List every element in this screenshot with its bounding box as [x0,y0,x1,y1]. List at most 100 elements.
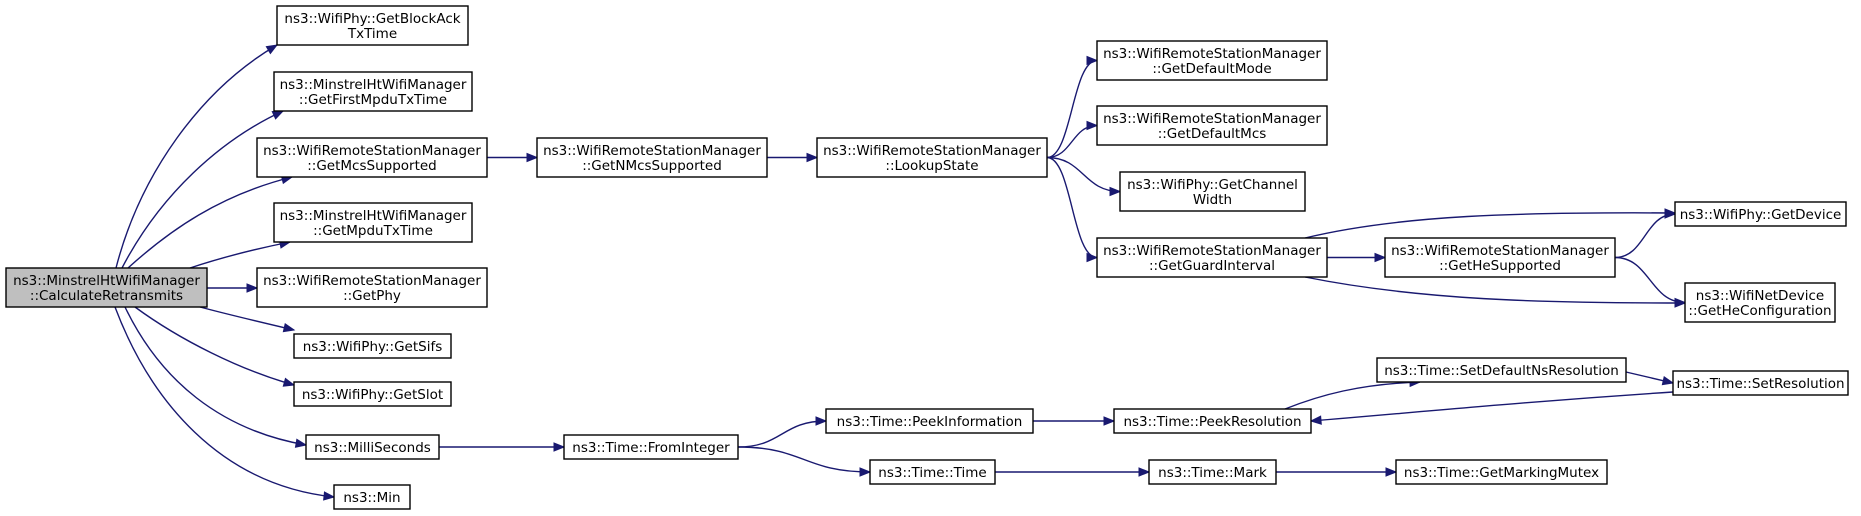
node-box [293,333,452,359]
node-label-line: ns3::WifiPhy::GetBlockAck [284,11,460,27]
node-box [1376,357,1627,383]
edge-line [134,306,295,386]
edge-line [737,446,871,473]
arrowhead [323,491,336,501]
arrowhead [806,152,819,163]
node-get-default-mcs[interactable]: ns3::WifiRemoteStationManager::GetDefaul… [1096,105,1328,146]
arrowhead [1309,415,1322,425]
node-min[interactable]: ns3::Min [333,484,411,510]
edge-line [1614,213,1676,259]
node-box [1684,282,1836,323]
node-time-mark[interactable]: ns3::Time::Mark [1148,459,1277,485]
edge-line [1046,156,1098,259]
node-lookup-state[interactable]: ns3::WifiRemoteStationManager::LookupSta… [816,137,1048,178]
node-label-line: ns3::WifiRemoteStationManager [823,143,1041,159]
node-set-resolution[interactable]: ns3::Time::SetResolution [1672,370,1849,396]
edge-line [1046,156,1121,193]
edge-get-n-mcs-supported-to-lookup-state [767,152,819,163]
node-box [305,434,440,460]
node-get-slot[interactable]: ns3::WifiPhy::GetSlot [293,381,452,407]
node-set-default-ns-resolution[interactable]: ns3::Time::SetDefaultNsResolution [1376,357,1627,383]
node-box [1672,370,1849,396]
node-get-default-mode[interactable]: ns3::WifiRemoteStationManager::GetDefaul… [1096,40,1328,81]
node-box [563,434,739,460]
edge-line [1304,276,1686,304]
node-time-ctor[interactable]: ns3::Time::Time [869,459,996,485]
node-get-first-mpdu-tx-time[interactable]: ns3::MinstrelHtWifiManager::GetFirstMpdu… [273,71,473,112]
node-label-line: ns3::WifiPhy::GetChannel [1127,177,1298,193]
edge-line [115,44,278,269]
node-label-line: ::GetNMcsSupported [582,158,722,174]
node-box [1113,408,1312,434]
node-box [1395,459,1608,485]
edge-milli-seconds-to-from-integer [439,442,566,452]
node-label-line: ns3::Time::Time [878,465,986,481]
edge-line [737,420,827,448]
node-label-line: ns3::Min [343,490,400,506]
node-from-integer[interactable]: ns3::Time::FromInteger [563,434,739,460]
edge-get-mcs-supported-to-get-n-mcs-supported [487,152,539,163]
edge-peek-information-to-peek-resolution [1033,416,1116,426]
node-label-line: ns3::MinstrelHtWifiManager [280,208,467,224]
node-get-phy[interactable]: ns3::WifiRemoteStationManager::GetPhy [256,267,488,308]
edge-get-guard-interval-to-get-he-configuration [1304,276,1687,308]
edge-line [1614,256,1686,304]
arrowhead [1385,467,1398,477]
node-box [1674,201,1847,227]
node-get-n-mcs-supported[interactable]: ns3::WifiRemoteStationManager::GetNMcsSu… [536,137,768,178]
node-label-line: ::GetMcsSupported [307,158,437,174]
call-graph-nodes: ns3::MinstrelHtWifiManager::CalculateRet… [5,5,1849,510]
node-label-line: ::GetPhy [343,288,401,304]
arrowhead [815,416,828,426]
arrowhead [271,110,285,120]
node-label-line: ::GetFirstMpduTxTime [299,92,447,108]
node-label-line: ns3::Time::FromInteger [572,440,730,456]
node-label-line: ns3::WifiRemoteStationManager [1103,46,1321,62]
node-get-he-configuration[interactable]: ns3::WifiNetDevice::GetHeConfiguration [1684,282,1836,323]
node-box [256,137,488,178]
node-get-mcs-supported[interactable]: ns3::WifiRemoteStationManager::GetMcsSup… [256,137,488,178]
node-label-line: ::GetDefaultMode [1152,61,1271,77]
arrowhead [282,322,296,333]
edge-line [1304,212,1676,239]
node-get-device[interactable]: ns3::WifiPhy::GetDevice [1674,201,1847,227]
node-label-line: ns3::WifiRemoteStationManager [1103,111,1321,127]
node-label-line: ::CalculateRetransmits [30,288,183,304]
node-box [273,71,473,112]
node-label-line: ::GetMpduTxTime [313,223,433,239]
edge-from-integer-to-peek-information [737,416,828,448]
node-label-line: ns3::WifiRemoteStationManager [263,143,481,159]
edge-line [1284,381,1421,410]
node-get-he-supported[interactable]: ns3::WifiRemoteStationManager::GetHeSupp… [1384,237,1616,278]
node-box [333,484,411,510]
edge-calc-retransmits-to-min [114,306,336,501]
edge-line [199,306,295,331]
node-get-mpdu-tx-time[interactable]: ns3::MinstrelHtWifiManager::GetMpduTxTim… [273,202,473,243]
node-label-line: ns3::WifiPhy::GetSifs [303,339,443,355]
call-graph-edges [114,44,1687,501]
node-get-marking-mutex[interactable]: ns3::Time::GetMarkingMutex [1395,459,1608,485]
edge-get-he-supported-to-get-he-configuration [1614,256,1687,308]
node-milli-seconds[interactable]: ns3::MilliSeconds [305,434,440,460]
node-peek-resolution[interactable]: ns3::Time::PeekResolution [1113,408,1312,434]
edge-lookup-state-to-get-default-mode [1046,55,1099,159]
node-calc-retransmits[interactable]: ns3::MinstrelHtWifiManager::CalculateRet… [5,267,208,308]
arrowhead [859,467,872,477]
node-get-guard-interval[interactable]: ns3::WifiRemoteStationManager::GetGuardI… [1096,237,1328,278]
node-box [5,267,208,308]
edge-line [127,176,293,269]
node-box [293,381,452,407]
arrowhead [1086,252,1099,263]
node-label-line: ns3::WifiRemoteStationManager [543,143,761,159]
node-get-sifs[interactable]: ns3::WifiPhy::GetSifs [293,333,452,359]
node-box [825,408,1034,434]
node-peek-information[interactable]: ns3::Time::PeekInformation [825,408,1034,434]
edge-peek-resolution-to-set-default-ns-resolution [1284,377,1422,410]
arrowhead [1138,467,1151,477]
edge-line [1046,124,1098,159]
node-box [1096,105,1328,146]
edge-time-mark-to-get-marking-mutex [1276,467,1398,477]
